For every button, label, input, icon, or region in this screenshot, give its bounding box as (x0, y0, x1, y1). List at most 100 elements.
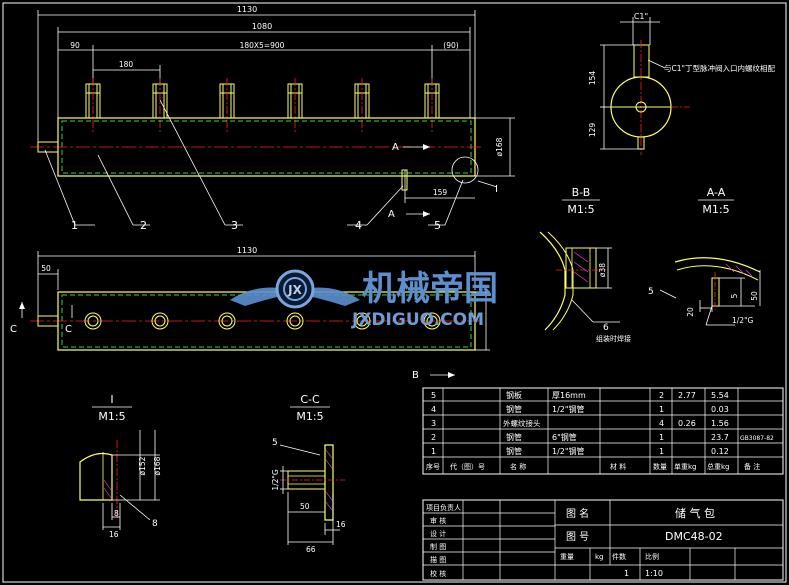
dim-diameter: ø168 (495, 137, 504, 156)
logo-gear-icon (275, 269, 315, 309)
detail-mark-i: I (495, 184, 498, 195)
dim-aa-5: 5 (730, 293, 739, 298)
bom-header-code: 代（图）号 (450, 462, 485, 471)
tb-label-drafting: 制 图 (430, 542, 446, 551)
dim-left-offset: 90 (70, 41, 80, 50)
bom-row-4-spec: 1/2"钢管 (552, 404, 585, 414)
dim-cc-16: 16 (336, 520, 346, 529)
bom-row-4-name: 钢管 (506, 404, 522, 414)
bom-row-2-note: GB3087-82 (740, 435, 774, 442)
balloon-5-aa: 5 (648, 287, 654, 297)
tb-drawing-no: DMC48-02 (665, 530, 723, 543)
dim-aa-20: 20 (686, 307, 695, 317)
dim-offset-159: 159 (433, 188, 448, 197)
dim-168: ø168 (153, 456, 162, 475)
bom-row-3-qty: 4 (659, 419, 664, 428)
section-cc-title: C-C (300, 393, 320, 406)
bom-row-5-unit: 2.77 (678, 391, 696, 400)
bom-row-3-total: 1.56 (711, 419, 729, 428)
watermark-cn: 机械帝国 (362, 269, 498, 309)
bom-row-1-name: 钢管 (506, 446, 522, 456)
section-mark-a-1: A (392, 142, 399, 153)
section-aa: A-A M1:5 5 5 50 20 1/2"G (648, 186, 761, 326)
bom-row-4-no: 4 (431, 405, 436, 414)
bom-table: 5 钢板 厚16mm 2 2.77 5.54 4 钢管 1/2"钢管 1 0.0… (422, 387, 784, 475)
bom-header-no: 序号 (426, 462, 440, 471)
tb-drawing-name: 储 气 包 (675, 506, 715, 520)
bom-row-3-no: 3 (431, 419, 436, 428)
section-bb-title: B-B (572, 186, 591, 199)
dim-16: 16 (109, 530, 119, 539)
bom-row-1-qty: 1 (659, 447, 664, 456)
tb-footer-kg: kg (595, 553, 604, 561)
tb-drawing-no-label: 图 号 (566, 531, 589, 543)
svg-text:JX: JX (287, 283, 302, 297)
detail-circle-i (451, 156, 479, 184)
dim-body-length: 1080 (252, 22, 272, 31)
note-thread: 与C1"丁型脉冲阀入口内螺纹相配 (664, 63, 775, 73)
bom-row-2-no: 2 (431, 433, 436, 442)
tb-qty: 1 (624, 569, 629, 578)
tb-footer-scale: 比例 (645, 552, 659, 561)
section-mark-b: B (412, 370, 419, 381)
watermark-url: JXDIGUO.COM (351, 310, 484, 330)
thread-aa: 1/2"G (732, 316, 754, 325)
front-view: 1130 1080 90 180X5=900 (90) 180 ø168 159 (30, 5, 515, 232)
balloon-8: 8 (152, 519, 158, 529)
watermark-logo: JX 机械帝国 JXDIGUO.COM (230, 269, 498, 330)
top-dim-overall: 1130 (237, 246, 257, 255)
label-c1: C1" (634, 12, 648, 21)
tb-label-tracing: 描 图 (430, 555, 446, 564)
dim-aa-50: 50 (750, 291, 759, 301)
dim-38: ø38 (598, 263, 607, 277)
nozzle-group (85, 83, 440, 119)
inlet-stub (37, 141, 59, 153)
balloon-5-cc: 5 (272, 438, 278, 448)
title-block: 项目负责人 审 核 设 计 制 图 描 图 校 核 图 名 储 气 包 图 号 … (422, 499, 784, 581)
section-mark-a-2: A (388, 209, 395, 220)
bom-row-3-name: 外螺纹接头 (503, 418, 541, 428)
bom-row-5-total: 5.54 (711, 391, 729, 400)
section-cc: C-C M1:5 5 1/2"G 50 16 66 (271, 393, 346, 554)
bom-row-2-spec: 6"钢管 (552, 432, 577, 442)
bom-header-name: 名 称 (510, 462, 526, 471)
tb-label-project-lead: 项目负责人 (426, 503, 461, 512)
dim-8: 8 (114, 509, 119, 518)
bom-header-material: 材 料 (610, 462, 626, 471)
dim-cc-50: 50 (300, 502, 310, 511)
tb-label-design: 设 计 (430, 529, 446, 538)
thread-cc: 1/2"G (271, 469, 280, 491)
balloon-3: 3 (231, 219, 238, 232)
bom-header-total-weight: 总重kg (707, 462, 730, 471)
section-aa-scale: M1:5 (702, 203, 729, 216)
bom-header-note: 备 注 (744, 462, 760, 471)
note-weld: 组装时焊接 (596, 334, 631, 343)
bom-header-qty: 数量 (653, 462, 667, 471)
bom-row-1-spec: 1/2"钢管 (552, 446, 585, 456)
tb-label-review: 审 核 (430, 516, 446, 525)
detail-i-scale: M1:5 (98, 410, 125, 423)
bom-row-2-name: 钢管 (506, 432, 522, 442)
detail-i: I M1:5 ø152 ø168 8 16 8 (79, 393, 162, 539)
balloon-1: 1 (71, 219, 78, 232)
side-view: C1" 154 129 与C1"丁型脉冲阀入口内螺纹相配 (588, 12, 775, 155)
section-cc-scale: M1:5 (296, 410, 323, 423)
bom-row-4-qty: 1 (659, 405, 664, 414)
bom-row-5-name: 钢板 (506, 390, 522, 400)
tb-scale-value: 1:10 (645, 569, 663, 578)
section-bb: B-B M1:5 ø38 6 组装时焊接 (539, 186, 631, 343)
bom-row-2-total: 23.7 (711, 433, 729, 442)
tb-label-check: 校 核 (430, 569, 446, 578)
bom-row-3-unit: 0.26 (678, 419, 696, 428)
dim-cc-66: 66 (306, 545, 316, 554)
dim-right-offset: (90) (443, 41, 458, 50)
bom-row-1-no: 1 (431, 447, 436, 456)
balloon-6: 6 (603, 323, 609, 333)
section-mark-c-2: C (65, 324, 72, 335)
balloon-2: 2 (140, 219, 147, 232)
top-nozzles (84, 312, 441, 330)
dim-152: ø152 (138, 456, 147, 475)
